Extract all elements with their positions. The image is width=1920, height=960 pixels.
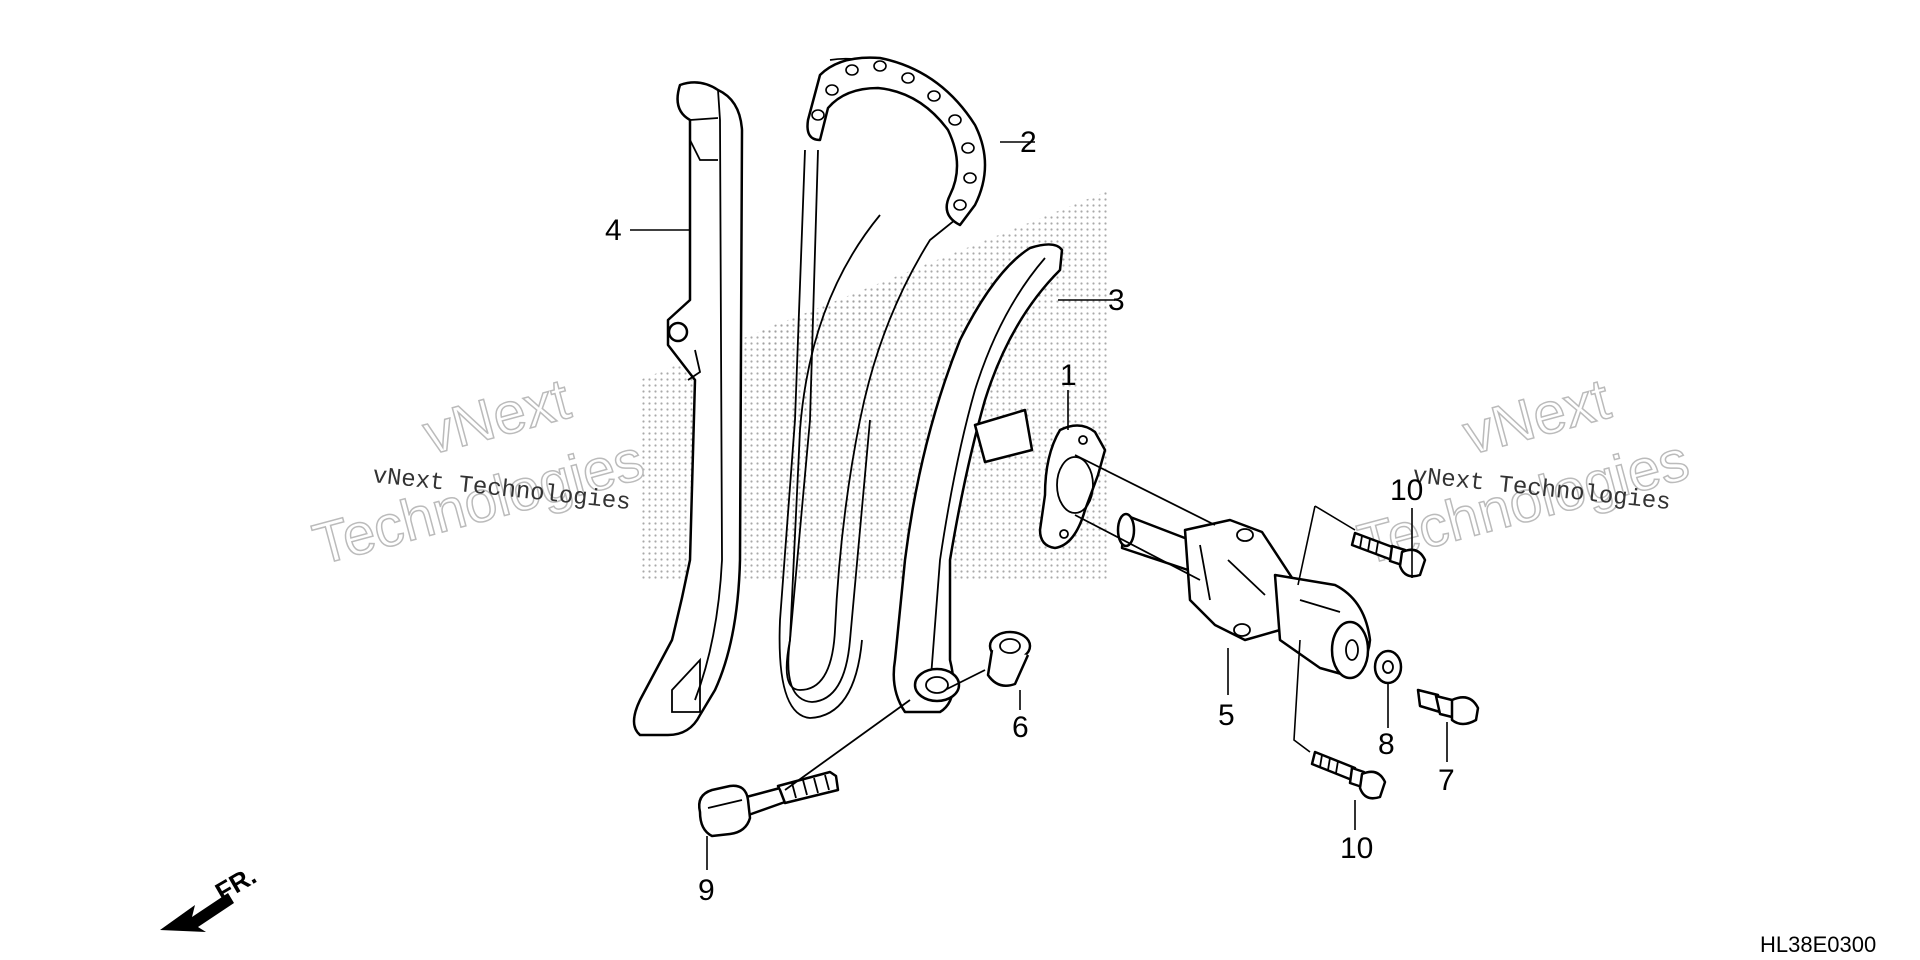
callout-7: 7 — [1438, 764, 1455, 797]
flange-bolt-lower — [1310, 750, 1387, 800]
sealing-bolt — [1416, 688, 1480, 726]
front-arrow-icon — [160, 893, 234, 932]
watermark-right: vNext Technologies vNext Technologies — [1351, 366, 1696, 579]
callout-1: 1 — [1060, 359, 1077, 392]
front-direction-indicator: FR. — [160, 860, 261, 932]
watermark-left: vNext Technologies vNext Technologies — [306, 366, 651, 579]
tensioner-slipper — [892, 243, 1064, 714]
callout-9: 9 — [698, 874, 715, 907]
tensioner-gasket — [1038, 424, 1107, 550]
assembly-lines — [784, 454, 1356, 791]
cam-chain — [778, 56, 987, 719]
collar-bolt-sleeve — [986, 630, 1032, 687]
callout-8: 8 — [1378, 728, 1395, 761]
callout-10-lower: 10 — [1340, 832, 1373, 865]
callout-5: 5 — [1218, 699, 1235, 732]
callout-3: 3 — [1108, 284, 1125, 317]
callout-10-upper: 10 — [1390, 474, 1423, 507]
callout-labels: 1 2 3 4 5 6 7 8 9 10 10 — [605, 126, 1455, 907]
cam-chain-guide — [632, 81, 744, 737]
callout-6: 6 — [1012, 711, 1029, 744]
tensioner-lifter — [1116, 512, 1372, 680]
callout-leaders — [630, 141, 1448, 870]
diagram-code: HL38E0300 — [1760, 932, 1876, 957]
callout-2: 2 — [1020, 126, 1037, 159]
callout-4: 4 — [605, 214, 622, 247]
pivot-bolt — [698, 770, 840, 838]
flange-bolt-upper — [1350, 531, 1427, 578]
sealing-washer — [1373, 649, 1403, 685]
